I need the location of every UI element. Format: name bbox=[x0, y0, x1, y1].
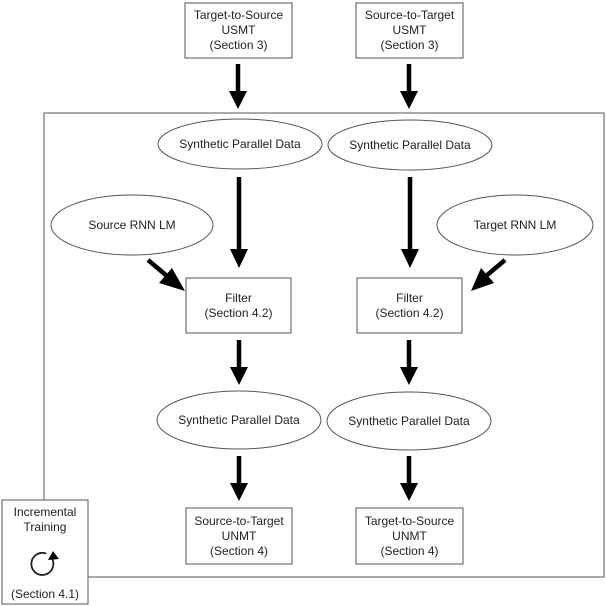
synthetic-parallel-data-top-right-label: Synthetic Parallel Data bbox=[349, 138, 471, 152]
target-rnn-lm-label: Target RNN LM bbox=[474, 218, 557, 232]
filter-left-line-2: (Section 4.2) bbox=[204, 306, 272, 320]
filter-left-line-1: Filter bbox=[225, 291, 252, 305]
target-to-source-usmt-line-3: (Section 3) bbox=[209, 38, 267, 52]
source-rnn-lm-label: Source RNN LM bbox=[88, 218, 175, 232]
source-to-target-usmt-line-2: USMT bbox=[393, 23, 428, 37]
arrow-filter-left-to-synthetic bbox=[230, 340, 248, 385]
synthetic-parallel-data-top-right-node: Synthetic Parallel Data bbox=[327, 119, 493, 171]
source-to-target-unmt-node: Source-to-Target UNMT (Section 4) bbox=[185, 507, 293, 565]
arrow-filter-right-to-synthetic bbox=[400, 340, 418, 385]
target-rnn-lm-node: Target RNN LM bbox=[436, 194, 594, 256]
filter-left-node: Filter (Section 4.2) bbox=[185, 277, 292, 334]
source-to-target-usmt-node: Source-to-Target USMT (Section 3) bbox=[355, 2, 464, 59]
filter-right-node: Filter (Section 4.2) bbox=[356, 277, 463, 334]
arrow-synthetic-right-to-filter bbox=[401, 177, 419, 268]
arrow-source-lm-to-filter bbox=[146, 258, 185, 291]
synthetic-parallel-data-bottom-left-label: Synthetic Parallel Data bbox=[178, 413, 300, 427]
incremental-training-line-2: Training bbox=[24, 520, 67, 534]
arrow-synthetic-right-to-unmt bbox=[400, 456, 418, 501]
source-to-target-unmt-line-2: UNMT bbox=[222, 529, 257, 543]
target-to-source-unmt-line-2: UNMT bbox=[392, 529, 427, 543]
target-to-source-usmt-node: Target-to-Source USMT (Section 3) bbox=[184, 2, 293, 59]
incremental-training-line-3: (Section 4.1) bbox=[11, 587, 79, 601]
synthetic-parallel-data-top-left-label: Synthetic Parallel Data bbox=[179, 137, 301, 151]
source-to-target-usmt-line-1: Source-to-Target bbox=[365, 8, 455, 22]
circular-arrow-icon bbox=[30, 551, 59, 576]
synthetic-parallel-data-bottom-right-label: Synthetic Parallel Data bbox=[348, 414, 470, 428]
incremental-training-line-1: Incremental bbox=[14, 505, 77, 519]
target-to-source-unmt-node: Target-to-Source UNMT (Section 4) bbox=[355, 507, 464, 565]
synthetic-parallel-data-bottom-right-node: Synthetic Parallel Data bbox=[326, 391, 492, 451]
synthetic-parallel-data-top-left-node: Synthetic Parallel Data bbox=[157, 118, 323, 170]
incremental-training-frame bbox=[43, 112, 605, 578]
target-to-source-unmt-line-1: Target-to-Source bbox=[365, 514, 455, 528]
target-to-source-usmt-line-1: Target-to-Source bbox=[194, 8, 284, 22]
incremental-training-node: Incremental Training (Section 4.1) bbox=[1, 499, 89, 605]
arrow-synthetic-left-to-unmt bbox=[230, 456, 248, 501]
arrow-target-lm-to-filter bbox=[471, 258, 507, 291]
source-to-target-usmt-line-3: (Section 3) bbox=[380, 38, 438, 52]
source-to-target-unmt-line-1: Source-to-Target bbox=[194, 514, 284, 528]
target-to-source-unmt-line-3: (Section 4) bbox=[380, 544, 438, 558]
arrow-usmt-left-to-synthetic bbox=[229, 64, 247, 109]
target-to-source-usmt-line-2: USMT bbox=[222, 23, 257, 37]
source-to-target-unmt-line-3: (Section 4) bbox=[210, 544, 268, 558]
filter-right-line-1: Filter bbox=[396, 291, 423, 305]
filter-right-line-2: (Section 4.2) bbox=[375, 306, 443, 320]
synthetic-parallel-data-bottom-left-node: Synthetic Parallel Data bbox=[156, 390, 322, 450]
source-rnn-lm-node: Source RNN LM bbox=[50, 194, 214, 256]
arrow-usmt-right-to-synthetic bbox=[400, 64, 418, 109]
arrow-synthetic-left-to-filter bbox=[230, 177, 248, 268]
